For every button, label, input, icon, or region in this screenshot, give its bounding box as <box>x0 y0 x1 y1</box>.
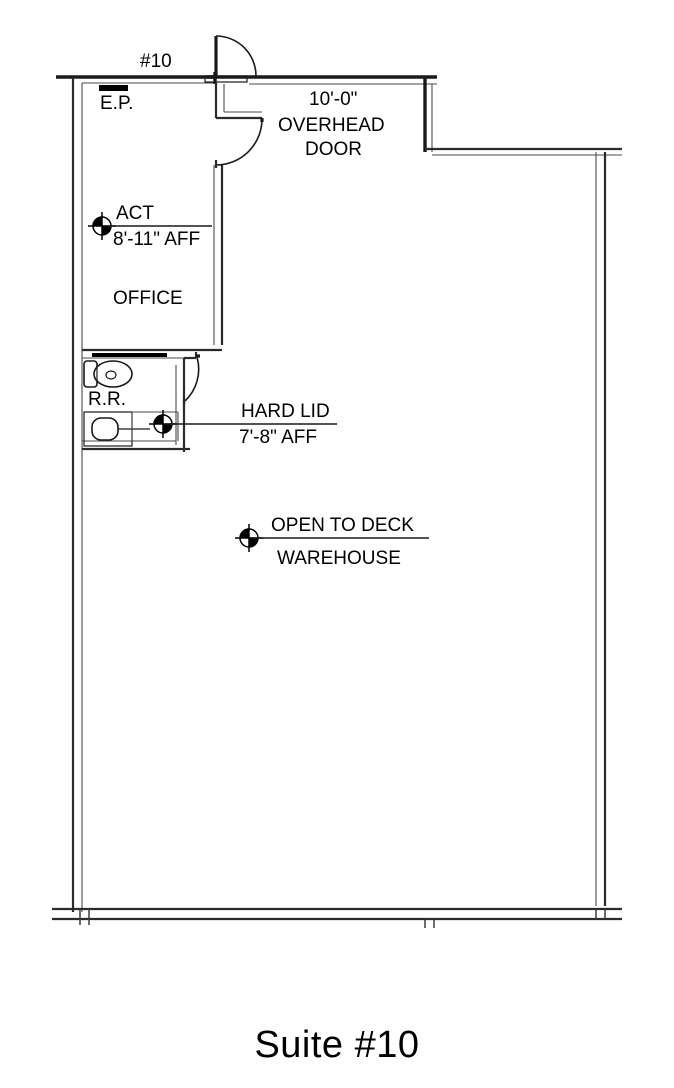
restroom-accessory-bar <box>92 353 167 357</box>
interior-partitions <box>82 83 262 452</box>
ceiling-target-q2 <box>240 529 249 538</box>
floor-plan-drawing: ACT 8'-11" AFF HARD LID 7'-8" AFF OPEN T… <box>52 35 622 928</box>
ceiling-target-q2 <box>154 415 163 424</box>
suite-door-tag-label: #10 <box>140 51 172 72</box>
room-label-office: OFFICE <box>113 288 183 309</box>
ceiling-marker-warehouse: OPEN TO DECK WAREHOUSE <box>235 515 429 569</box>
office-door[interactable] <box>214 118 264 168</box>
room-label-restroom: R.R. <box>88 389 126 410</box>
ceiling-target-q2 <box>93 217 102 226</box>
ceiling-marker-office: ACT 8'-11" AFF <box>88 203 212 250</box>
restroom-ceiling-height-label: 7'-8" AFF <box>239 427 317 448</box>
restroom-door[interactable] <box>182 354 200 406</box>
electrical-panel <box>99 85 128 91</box>
door-swing-icon <box>184 356 200 402</box>
room-label-warehouse: WAREHOUSE <box>277 548 401 569</box>
office-ceiling-type-label: ACT <box>116 203 154 224</box>
restroom-ceiling-type-label: HARD LID <box>241 401 330 422</box>
plan-text-labels: #10 E.P. 10'-0" OVERHEAD DOOR OFFICE R.R… <box>88 51 385 410</box>
overhead-door-label-line2: DOOR <box>305 139 362 160</box>
overhead-door-label-line1: OVERHEAD <box>278 115 385 136</box>
door-swing-icon <box>215 35 257 77</box>
office-ceiling-height-label: 8'-11" AFF <box>113 229 200 250</box>
toilet-bowl-inner <box>105 370 117 380</box>
door-swing-icon <box>215 118 263 166</box>
lavatory-sink-icon <box>91 417 119 441</box>
ceiling-target-q4 <box>249 538 258 547</box>
suite-entry-door[interactable] <box>214 35 257 77</box>
overhead-door-width-label: 10'-0" <box>309 89 357 110</box>
electrical-panel-icon <box>99 85 128 91</box>
ceiling-marker-restroom: HARD LID 7'-8" AFF <box>149 401 337 448</box>
ceiling-target-q4 <box>163 424 172 433</box>
electrical-panel-label: E.P. <box>100 93 133 114</box>
overhead-door-opening <box>204 75 248 83</box>
exterior-walls <box>52 72 622 928</box>
page-title: Suite #10 <box>254 1024 420 1066</box>
restroom-fixtures <box>83 353 179 447</box>
ceiling-target-q4 <box>102 226 111 235</box>
warehouse-ceiling-type-label: OPEN TO DECK <box>271 515 414 536</box>
toilet-icon <box>93 360 133 388</box>
